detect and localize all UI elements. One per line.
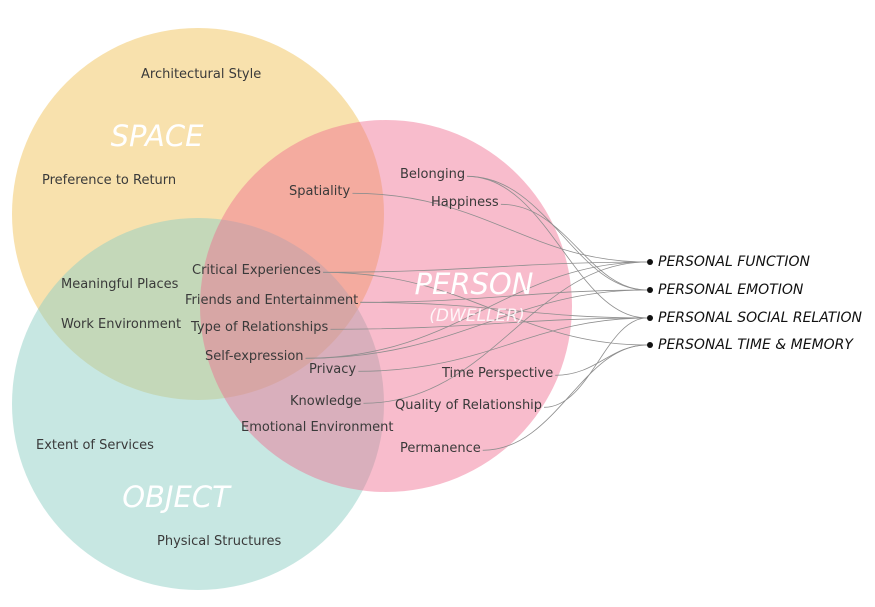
outcome-dot-emotion (647, 287, 653, 293)
connector-self-expression-to-function (305, 261, 648, 359)
connector-belonging-to-emotion (467, 175, 648, 291)
outcome-dot-social-relation (647, 315, 653, 321)
connector-privacy-to-social-relation (358, 317, 648, 372)
connector-belonging-to-social-relation (467, 175, 648, 319)
label-critical-experiences: Critical Experiences (192, 263, 321, 278)
connector-spatiality-to-function (352, 192, 648, 263)
object-circle (12, 218, 384, 590)
person-title: PERSON (415, 267, 534, 301)
connector-knowledge-to-function (363, 261, 648, 404)
label-happiness: Happiness (431, 195, 499, 210)
person-circle (200, 120, 572, 492)
connector-happiness-to-emotion (500, 203, 648, 291)
label-extent-of-services: Extent of Services (36, 438, 154, 453)
connector-lines (305, 175, 648, 451)
label-work-environment: Work Environment (61, 317, 181, 332)
label-type-of-relationships: Type of Relationships (190, 320, 328, 335)
label-friends-and-entertainment: Friends and Entertainment (185, 293, 358, 308)
label-belonging: Belonging (400, 167, 465, 182)
connector-critical-experiences-to-function (323, 261, 648, 273)
label-privacy: Privacy (309, 362, 356, 377)
outcome-personal-function: PERSONAL FUNCTION (658, 254, 810, 270)
connector-quality-of-relationship-to-social-relation (544, 317, 648, 408)
space-title: SPACE (111, 119, 205, 153)
outcome-dot-time-memory (647, 342, 653, 348)
label-knowledge: Knowledge (290, 394, 361, 409)
connector-type-of-relationships-to-social-relation (330, 317, 648, 330)
label-permanence: Permanence (400, 441, 481, 456)
label-time-perspective: Time Perspective (441, 366, 553, 381)
person-subtitle: (DWELLER) (429, 306, 524, 326)
outcome-dot-function (647, 259, 653, 265)
connector-friends-and-entertainment-to-emotion (360, 289, 648, 303)
label-meaningful-places: Meaningful Places (61, 277, 179, 292)
connector-friends-and-entertainment-to-social-relation (360, 301, 648, 319)
label-quality-of-relationship: Quality of Relationship (395, 398, 542, 413)
label-spatiality: Spatiality (289, 184, 350, 199)
label-preference-to-return: Preference to Return (42, 173, 176, 188)
label-emotional-environment: Emotional Environment (241, 420, 393, 435)
label-architectural-style: Architectural Style (141, 67, 261, 82)
connector-time-perspective-to-time-memory (555, 344, 648, 376)
label-physical-structures: Physical Structures (157, 534, 281, 549)
connector-self-expression-to-emotion (305, 289, 648, 359)
outcome-personal-social-relation: PERSONAL SOCIAL RELATION (658, 310, 862, 326)
label-self-expression: Self-expression (205, 349, 304, 364)
object-title: OBJECT (122, 480, 232, 514)
outcome-personal-time-memory: PERSONAL TIME & MEMORY (658, 337, 854, 353)
outcome-personal-emotion: PERSONAL EMOTION (658, 282, 804, 298)
connector-permanence-to-time-memory (482, 344, 648, 451)
